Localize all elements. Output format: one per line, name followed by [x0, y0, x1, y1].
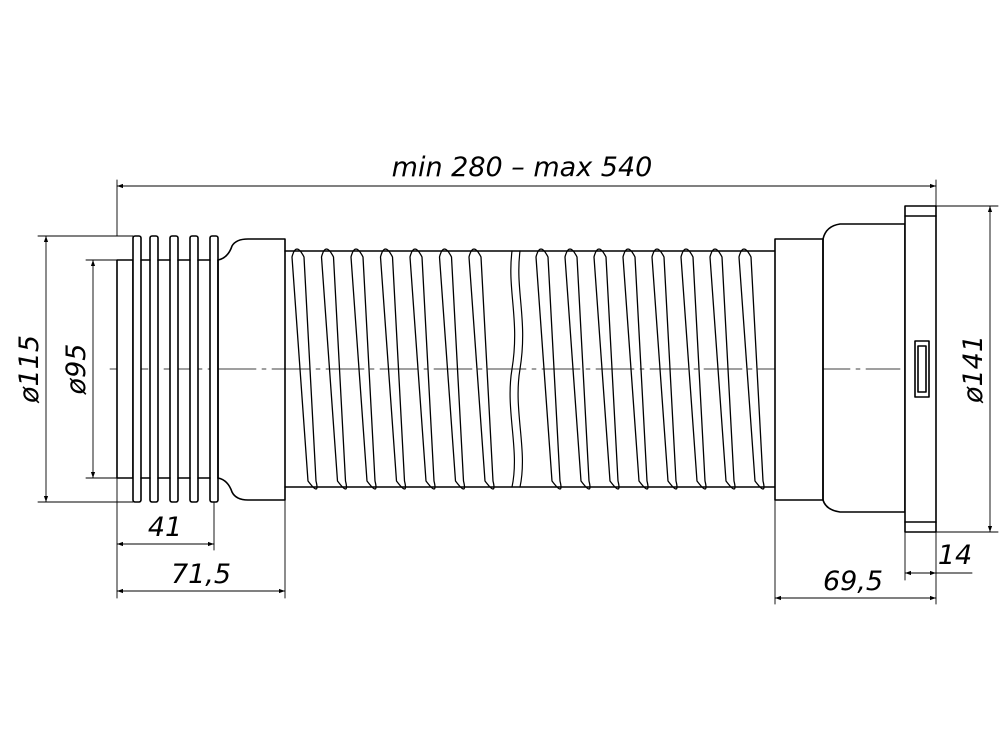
- hose-rib: [438, 248, 466, 490]
- hose-rib: [468, 248, 495, 490]
- hose-rib: [535, 248, 562, 490]
- insertion-length-label: 41: [148, 512, 182, 543]
- corrugated-hose: [284, 248, 776, 490]
- hose-rib: [651, 248, 678, 490]
- hose-rib: [350, 248, 377, 490]
- hose-rib: [320, 248, 348, 490]
- hose-rib: [409, 248, 436, 490]
- hose-rib: [564, 248, 591, 490]
- hose-rib: [379, 248, 407, 490]
- inlet-cuff: [116, 235, 286, 503]
- outlet-fitting-length-label: 69,5: [823, 566, 883, 597]
- hose-rib: [622, 248, 649, 490]
- hose-rib: [291, 248, 318, 490]
- total-length-label: min 280 – max 540: [392, 152, 653, 183]
- inner-diameter-label: ø95: [61, 344, 92, 396]
- flange-thickness-label: 14: [938, 540, 972, 571]
- dimension-lines: [37, 179, 999, 605]
- outer-diameter-label: ø115: [14, 335, 45, 404]
- hose-rib: [593, 248, 620, 490]
- inlet-fitting-length-label: 71,5: [171, 559, 231, 590]
- hose-rib: [738, 248, 765, 490]
- hose-rib: [680, 248, 707, 490]
- outlet-fitting: [774, 205, 937, 533]
- hose-rib: [709, 248, 736, 490]
- outlet-diameter-label: ø141: [958, 335, 989, 404]
